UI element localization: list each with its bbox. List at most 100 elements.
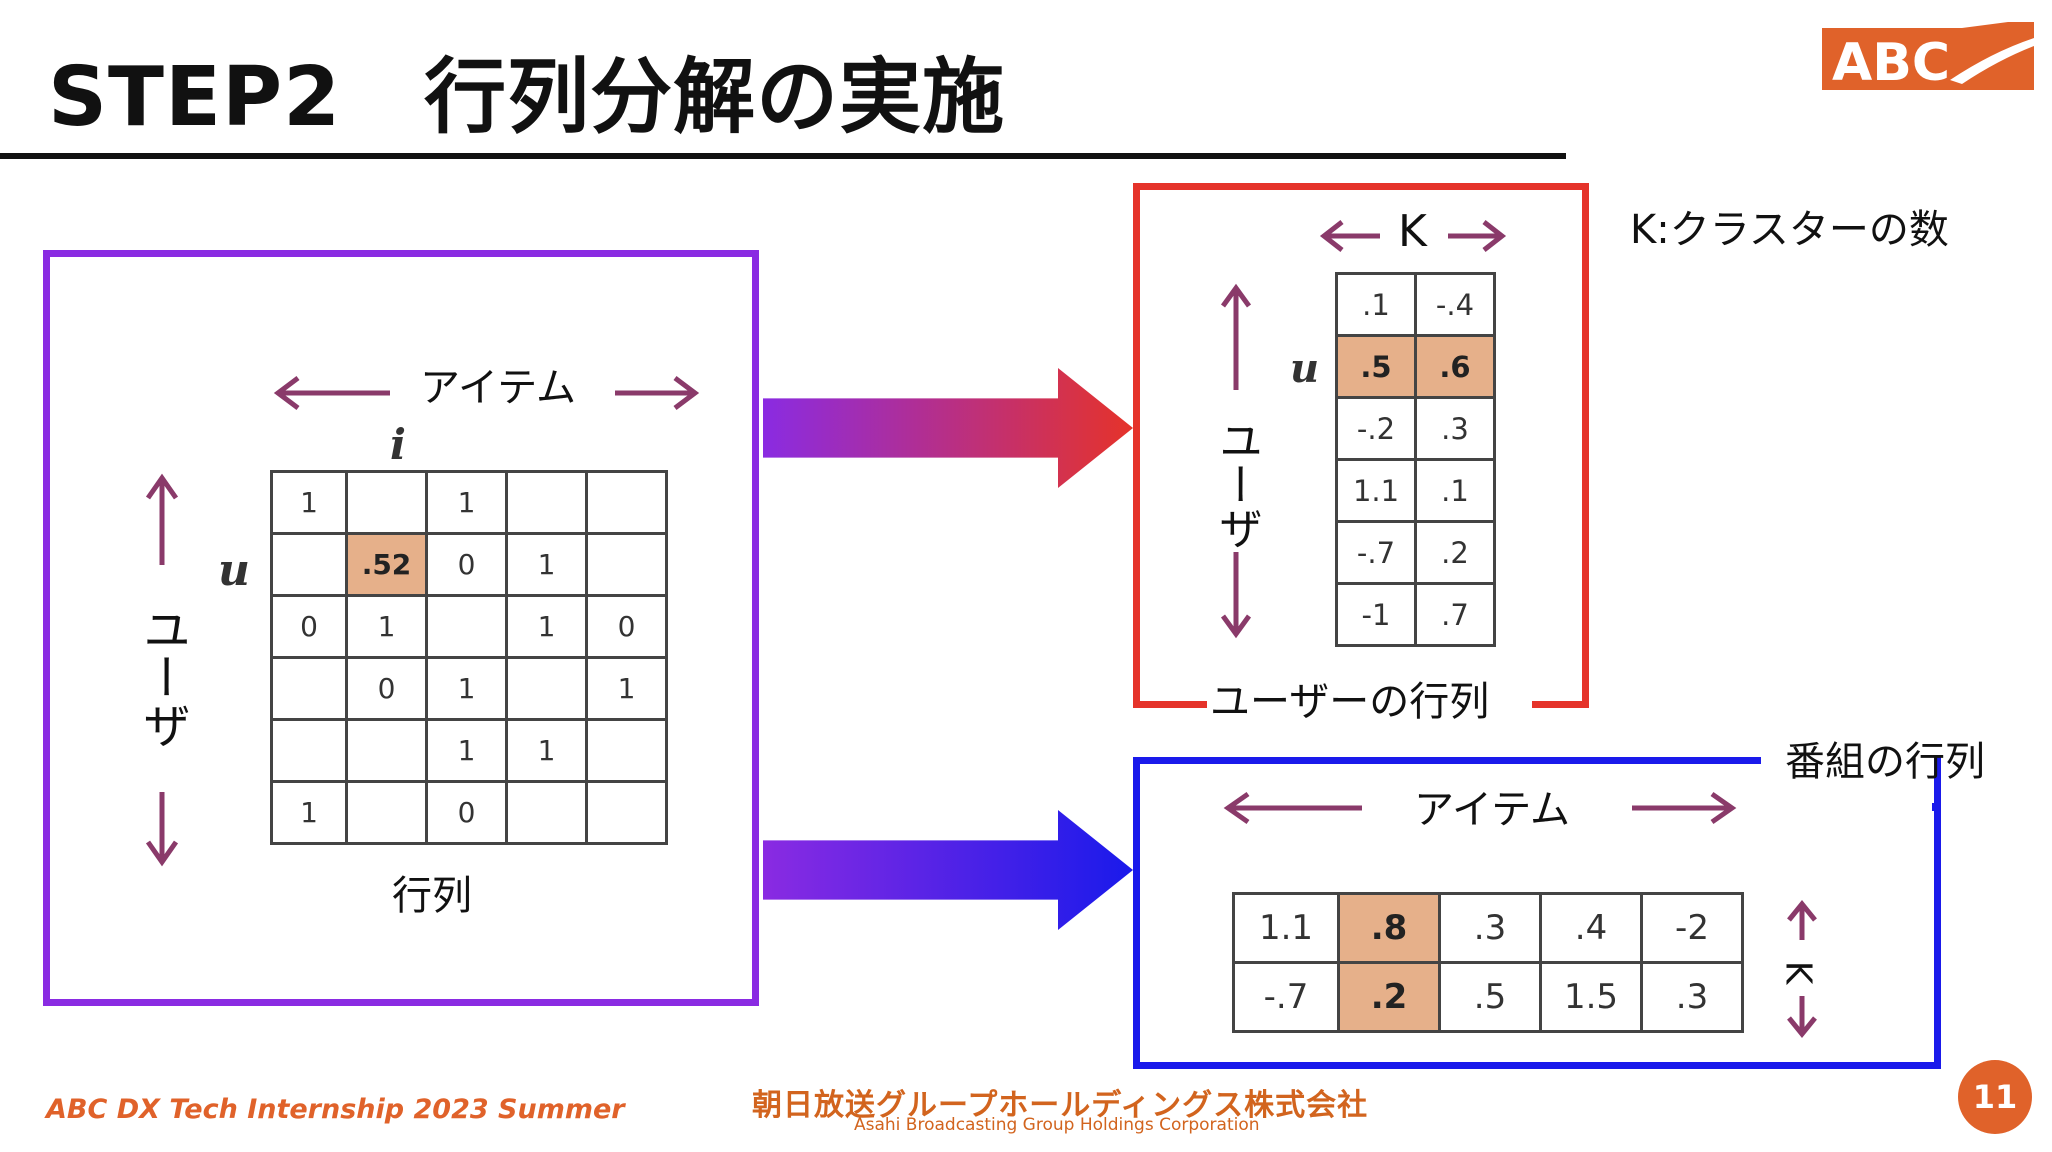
- user-matrix-cell: .5: [1335, 334, 1417, 399]
- item-variable-i: i: [390, 420, 406, 469]
- item-matrix-item-axis-label: アイテム: [1414, 787, 1570, 833]
- rating-matrix-cell: 1: [505, 718, 588, 783]
- page-number-badge: 11: [1958, 1060, 2032, 1134]
- user-matrix-row: -1.7: [1335, 582, 1496, 647]
- item-matrix-cell: 1.1: [1232, 892, 1340, 964]
- footer-event-name: ABC DX Tech Internship 2023 Summer: [46, 1094, 625, 1125]
- user-matrix-cell: .2: [1414, 520, 1496, 585]
- item-matrix-cell: .5: [1438, 961, 1542, 1033]
- slide-title: STEP2 行列分解の実施: [48, 50, 1006, 145]
- user-matrix-row: -.2.3: [1335, 396, 1496, 461]
- rating-matrix-cell: [585, 780, 668, 845]
- rating-matrix-cell: [270, 656, 348, 721]
- user-matrix-cell: .1: [1335, 272, 1417, 337]
- rating-matrix-cell: 1: [270, 780, 348, 845]
- gradient-arrow-icon: [763, 810, 1133, 930]
- horizontal-double-arrow-icon: [1319, 220, 1507, 252]
- company-name-jp: 朝日放送グループホールディングス株式会社: [752, 1088, 1369, 1123]
- vertical-double-arrow-icon: [1220, 283, 1252, 639]
- rating-matrix-cell: [270, 532, 348, 597]
- rating-matrix-cell: [270, 718, 348, 783]
- logo-text: ABC: [1832, 33, 1950, 90]
- rating-matrix-cell: 1: [270, 470, 348, 535]
- user-variable-u: u: [218, 545, 250, 596]
- item-matrix-cell: .2: [1337, 961, 1441, 1033]
- item-axis-arrows-bottom: [1222, 784, 1742, 834]
- user-matrix-cell: -.2: [1335, 396, 1417, 461]
- user-matrix-cell: .6: [1414, 334, 1496, 399]
- user-matrix-cell: .7: [1414, 582, 1496, 647]
- rating-matrix-cell: [505, 780, 588, 845]
- user-matrix-row: -.7.2: [1335, 520, 1496, 585]
- item-matrix-panel: [1133, 757, 1941, 1069]
- rating-matrix-cell: [345, 718, 428, 783]
- rating-matrix-cell: 1: [425, 718, 508, 783]
- rating-matrix-caption: 行列: [392, 873, 472, 919]
- rating-matrix-cell: 0: [425, 780, 508, 845]
- k-axis-arrows: [1318, 212, 1508, 260]
- vertical-double-arrow-icon: [145, 473, 179, 867]
- user-matrix-cell: -1: [1335, 582, 1417, 647]
- user-matrix-cell: .1: [1414, 458, 1496, 523]
- k-cluster-note: K:クラスターの数: [1630, 207, 1949, 253]
- rating-matrix-cell: 1: [425, 470, 508, 535]
- user-matrix-variable-u: u: [1290, 345, 1320, 392]
- user-matrix-user-axis-label: ユーザ: [1211, 418, 1262, 550]
- rating-matrix-cell: 1: [505, 594, 588, 659]
- user-matrix-caption: ユーザーの行列: [1210, 679, 1490, 725]
- item-axis-arrows: [270, 368, 710, 422]
- title-underline: [0, 153, 1566, 159]
- item-panel-top-edge: [1133, 757, 1761, 764]
- user-k-axis-label: K: [1398, 206, 1427, 257]
- item-matrix-row: 1.1.8.3.4-2: [1232, 892, 1744, 964]
- user-matrix-cell: -.7: [1335, 520, 1417, 585]
- item-matrix-cell: -.7: [1232, 961, 1340, 1033]
- rating-matrix-cell: 0: [425, 532, 508, 597]
- user-matrix-cell: 1.1: [1335, 458, 1417, 523]
- rating-matrix-cell: 0: [345, 656, 428, 721]
- k-axis-arrows-vertical: [1784, 898, 1820, 1044]
- abc-logo-graphic: ABC: [1822, 22, 2034, 93]
- user-panel-bottom-left-edge: [1133, 701, 1207, 708]
- rating-matrix-cell: [585, 470, 668, 535]
- rating-matrix-cell: [585, 718, 668, 783]
- rating-matrix-cell: 1: [345, 594, 428, 659]
- user-matrix-panel: [1133, 183, 1589, 708]
- arrow-to-user-matrix: [763, 368, 1138, 492]
- rating-matrix-cell: .52: [345, 532, 428, 597]
- user-matrix-cell: .3: [1414, 396, 1496, 461]
- rating-matrix-cell: [505, 470, 588, 535]
- rating-matrix-cell: [425, 594, 508, 659]
- user-matrix-row: .1-.4: [1335, 272, 1496, 337]
- arrow-to-item-matrix: [763, 810, 1138, 934]
- item-matrix-cell: .8: [1337, 892, 1441, 964]
- company-name-en: Asahi Broadcasting Group Holdings Corpor…: [854, 1115, 1260, 1135]
- user-matrix-cell: -.4: [1414, 272, 1496, 337]
- rating-item-axis-label: アイテム: [420, 365, 576, 411]
- horizontal-double-arrow-icon: [273, 376, 700, 410]
- abc-logo: ABC: [1822, 22, 2034, 93]
- user-axis-arrows: [142, 470, 182, 874]
- item-matrix-cell: .3: [1438, 892, 1542, 964]
- gradient-arrow-icon: [763, 368, 1133, 488]
- item-panel-top-right-stub: [1932, 803, 1939, 811]
- item-matrix-cell: .3: [1640, 961, 1744, 1033]
- rating-matrix-cell: 1: [585, 656, 668, 721]
- item-matrix-cell: .4: [1539, 892, 1643, 964]
- rating-matrix-cell: 0: [585, 594, 668, 659]
- user-matrix-row: .5.6: [1335, 334, 1496, 399]
- rating-matrix-cell: 0: [270, 594, 348, 659]
- user-panel-bottom-right-edge: [1532, 701, 1589, 708]
- rating-matrix-cell: 1: [505, 532, 588, 597]
- item-matrix-k-axis-label: K: [1777, 960, 1819, 985]
